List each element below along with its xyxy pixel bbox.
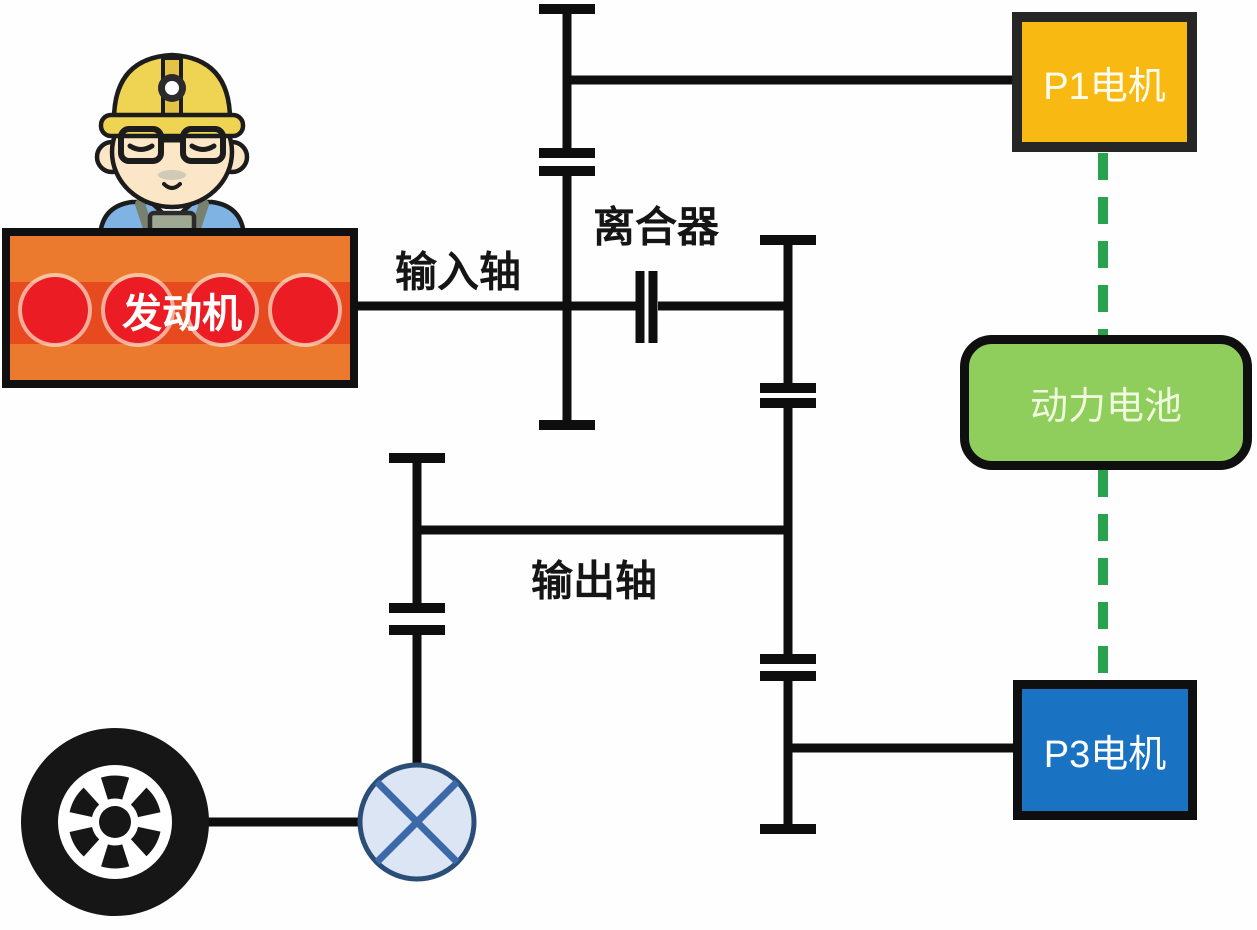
output-shaft-label: 输出轴 [530, 557, 658, 605]
engine-label: 发动机 [122, 292, 242, 336]
p1-motor-box: P1电机 [1012, 12, 1197, 152]
battery-box: 动力电池 [960, 335, 1252, 470]
clutch-icon [635, 271, 658, 343]
p1-motor-label: P1电机 [1043, 65, 1166, 108]
p3-motor-label: P3电机 [1043, 733, 1167, 776]
p3-motor-box: P3电机 [1013, 680, 1197, 820]
engine-cylinder [22, 277, 88, 343]
battery-label: 动力电池 [1029, 386, 1182, 428]
differential-icon [357, 762, 477, 882]
engine-box: 发动机 [2, 228, 358, 388]
wheel-icon [21, 728, 209, 916]
input-shaft-label: 输入轴 [394, 248, 522, 296]
engine-cylinder [105, 277, 171, 343]
right-shaft-upper [760, 235, 816, 393]
engine-cylinder [189, 277, 255, 343]
input-gear-shaft [539, 166, 595, 430]
final-drive-shaft [389, 453, 445, 766]
engineer-avatar [94, 52, 250, 239]
engine-cylinder [272, 277, 338, 343]
clutch-label: 离合器 [592, 203, 720, 251]
